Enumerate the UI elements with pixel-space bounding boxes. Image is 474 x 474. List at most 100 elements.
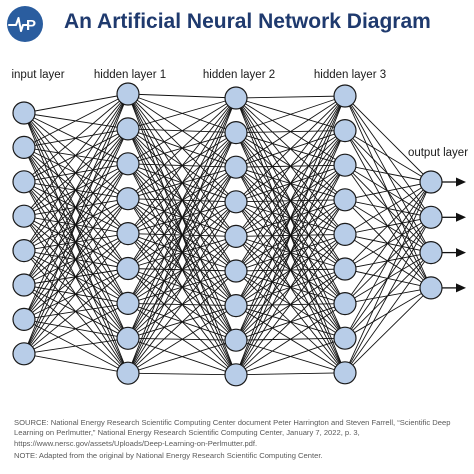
- layer-label-1: input layer: [11, 69, 64, 81]
- node-layer1-9: [116, 361, 140, 385]
- edge-l1-n7-to-n0: [127, 97, 237, 339]
- node-layer4-3: [419, 241, 443, 265]
- edge-l2-n8-to-n6: [235, 303, 346, 376]
- node-layer3-9: [333, 361, 357, 385]
- edge-l2-n8-to-n5: [235, 268, 346, 376]
- arrow-head-icon: [456, 283, 466, 293]
- edge-l1-n8-to-n0: [127, 97, 237, 374]
- page-title: An Artificial Neural Network Diagram: [64, 10, 431, 33]
- node-layer3-8: [333, 326, 357, 350]
- node-layer3-2: [333, 119, 357, 143]
- edge-l3-n3-to-n0: [344, 181, 432, 201]
- edge-group: [23, 93, 432, 376]
- edge-l2-n8-to-n8: [235, 372, 346, 376]
- edge-l1-n8-to-n2: [127, 166, 237, 374]
- edge-l1-n8-to-n8: [127, 372, 237, 376]
- layer-label-5: output layer: [408, 147, 468, 159]
- node-layer0-5: [12, 239, 36, 263]
- edge-l2-n8-to-n4: [235, 234, 346, 376]
- node-layer2-4: [224, 190, 248, 214]
- node-layer1-4: [116, 187, 140, 211]
- edge-l2-n5-to-n0: [235, 95, 346, 272]
- edge-l1-n3-to-n0: [127, 97, 237, 200]
- edge-l3-n5-to-n0: [344, 181, 432, 270]
- edge-l0-n7-to-n2: [23, 163, 129, 355]
- edge-l1-n0-to-n0: [127, 93, 237, 99]
- edge-l2-n8-to-n7: [235, 337, 346, 376]
- edge-l0-n7-to-n6: [23, 302, 129, 355]
- edge-l3-n1-to-n0: [344, 130, 432, 183]
- edge-l1-n8-to-n5: [127, 270, 237, 374]
- edge-l1-n6-to-n0: [127, 97, 237, 304]
- edge-l0-n0-to-n0: [23, 93, 129, 114]
- logo-pulse: [8, 17, 28, 32]
- edge-l1-n8-to-n7: [127, 339, 237, 374]
- edge-l2-n3-to-n0: [235, 95, 346, 203]
- node-group: [12, 82, 443, 387]
- edge-l1-n8-to-n3: [127, 201, 237, 374]
- node-layer2-8: [224, 328, 248, 352]
- node-layer1-6: [116, 256, 140, 281]
- node-layer0-3: [12, 170, 36, 194]
- edge-l2-n1-to-n0: [235, 95, 346, 134]
- node-layer1-1: [116, 82, 140, 106]
- edge-l0-n7-to-n0: [23, 93, 129, 354]
- edge-l1-n5-to-n0: [127, 97, 237, 269]
- node-layer3-7: [333, 292, 357, 316]
- node-layer4-2: [419, 205, 443, 229]
- node-layer0-4: [12, 204, 36, 228]
- edge-l2-n8-to-n1: [235, 130, 346, 375]
- layer-label-2: hidden layer 1: [94, 69, 166, 81]
- edge-l3-n0-to-n0: [344, 95, 432, 183]
- output-arrow-group: [442, 177, 466, 293]
- edge-l3-n8-to-n2: [344, 252, 432, 374]
- node-layer1-8: [116, 326, 140, 350]
- node-layer1-7: [116, 291, 140, 315]
- edge-l2-n2-to-n0: [235, 95, 346, 168]
- edge-l3-n6-to-n0: [344, 181, 432, 304]
- edge-l2-n6-to-n0: [235, 95, 346, 306]
- edge-l1-n8-to-n6: [127, 305, 237, 374]
- edge-l0-n3-to-n0: [23, 93, 129, 217]
- node-layer2-5: [224, 224, 248, 248]
- edge-l2-n8-to-n2: [235, 164, 346, 376]
- logo-initials: P: [26, 17, 36, 34]
- node-layer2-1: [224, 86, 248, 110]
- layer-label-4: hidden layer 3: [314, 69, 386, 81]
- node-layer3-3: [333, 153, 357, 177]
- node-layer1-2: [116, 117, 140, 141]
- node-layer4-1: [419, 170, 443, 194]
- adaptation-note: NOTE: Adapted from the original by Natio…: [14, 451, 323, 461]
- edge-l3-n4-to-n0: [344, 181, 432, 235]
- arrow-head-icon: [456, 212, 466, 222]
- edge-l0-n4-to-n0: [23, 93, 129, 251]
- node-layer3-1: [333, 84, 357, 108]
- edge-l2-n8-to-n0: [235, 95, 346, 375]
- arrow-head-icon: [456, 177, 466, 187]
- node-layer2-7: [224, 294, 248, 318]
- node-layer3-6: [333, 257, 357, 281]
- edge-l2-n0-to-n0: [235, 95, 346, 99]
- edge-l0-n7-to-n4: [23, 233, 129, 355]
- edge-l2-n4-to-n0: [235, 95, 346, 237]
- node-layer0-6: [12, 273, 36, 297]
- node-layer1-3: [116, 152, 140, 176]
- edge-l0-n6-to-n0: [23, 93, 129, 320]
- edge-l2-n8-to-n3: [235, 199, 346, 376]
- edge-l3-n8-to-n3: [344, 287, 432, 374]
- node-layer1-5: [116, 222, 140, 246]
- edge-l0-n7-to-n1: [23, 128, 129, 354]
- edge-l1-n2-to-n0: [127, 97, 237, 165]
- node-layer0-8: [12, 342, 36, 366]
- edge-l3-n8-to-n0: [344, 181, 432, 373]
- edge-l0-n7-to-n8: [23, 353, 129, 374]
- edge-l2-n7-to-n0: [235, 95, 346, 341]
- node-layer0-7: [12, 307, 36, 331]
- edge-l1-n8-to-n4: [127, 236, 237, 374]
- edge-l0-n7-to-n7: [23, 337, 129, 355]
- node-layer3-5: [333, 222, 357, 246]
- edge-l3-n8-to-n1: [344, 217, 432, 374]
